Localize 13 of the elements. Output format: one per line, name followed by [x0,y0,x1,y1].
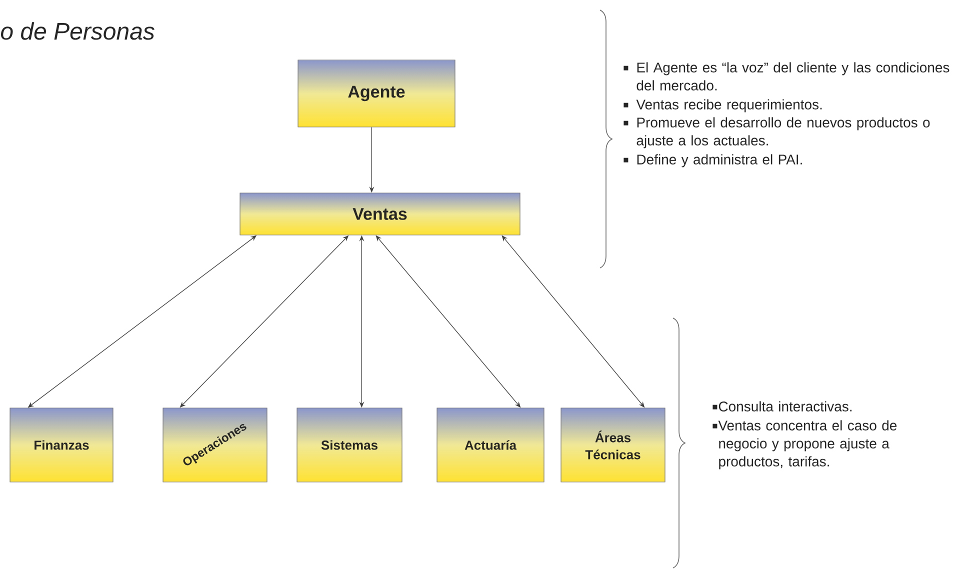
bullet-text: El Agente es “la voz” del cliente y las condiciones del mercado. [624,62,950,90]
bullet-text: Define y administra el PAI. [624,154,802,168]
process-box: Actuaría [436,408,544,482]
bullet-text: Ventas concentra el caso de negocio y propone ajuste a productos, tarifas. [712,420,897,470]
bullet-text: Promueve el desarrollo de nuevos productos o ajuste a los actuales. [624,117,930,148]
process-box: Áreas Técnicas [560,408,666,482]
process-box: Finanzas [10,408,114,482]
process-box: Sistemas [296,408,402,482]
process-box: Agente [298,60,456,128]
title: o de Personas [1,22,154,40]
bullet-text: Consulta interactivas. [712,401,852,412]
process-box: Ventas [240,192,520,236]
bullet-text: Ventas recibe requerimientos. [624,99,822,112]
